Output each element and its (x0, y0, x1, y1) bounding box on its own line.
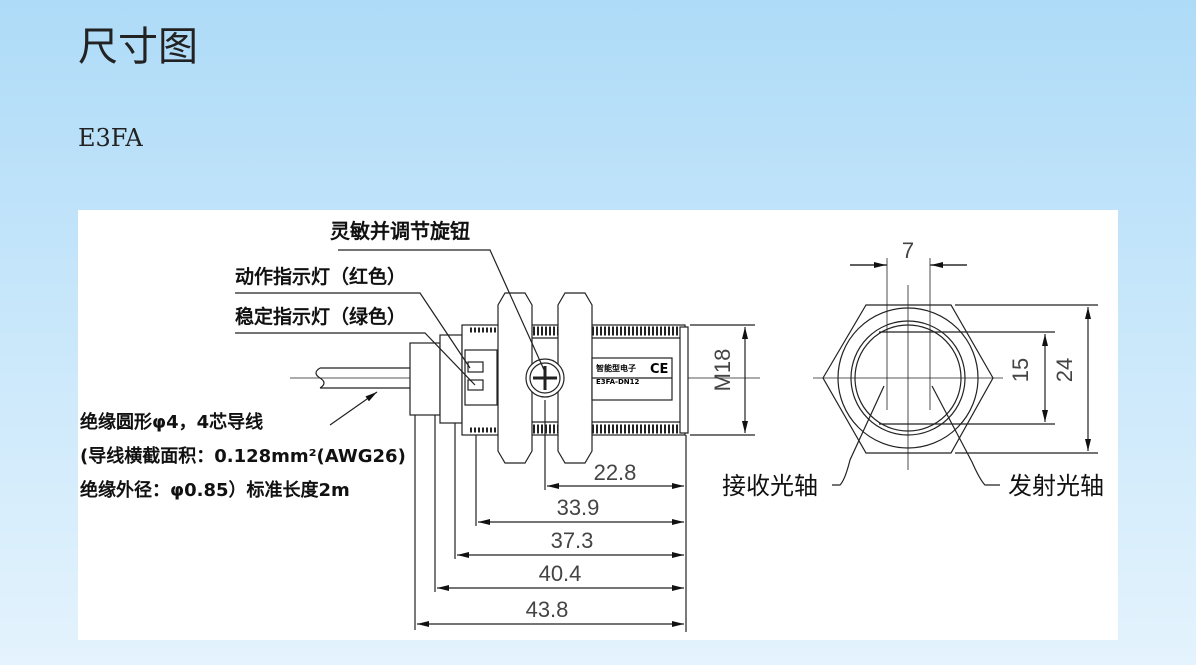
dim-22-8: 22.8 (594, 460, 637, 485)
dim-43-8: 43.8 (526, 597, 569, 622)
cable-note-line: 绝缘圆形φ4，4芯导线 (80, 411, 263, 433)
dim-24: 24 (1052, 358, 1077, 382)
svg-text:E3FA-DN12: E3FA-DN12 (596, 378, 639, 386)
dim-40-4: 40.4 (539, 561, 582, 586)
cable-note-line: (导线横截面积：0.128mm²(AWG26) (80, 445, 406, 467)
emitter-axis-label: 发射光轴 (1008, 472, 1104, 500)
dim-33-9: 33.9 (557, 495, 600, 520)
cable-note-line: 绝缘外径：φ0.85）标准长度2m (80, 479, 350, 501)
page-title: 尺寸图 (78, 24, 198, 70)
side-view (235, 249, 760, 632)
receiver-axis-label: 接收光轴 (722, 472, 818, 500)
dim-m18: M18 (710, 349, 735, 392)
svg-text:智能型电子: 智能型电子 (596, 363, 636, 373)
dim-37-3: 37.3 (551, 528, 594, 553)
front-view (813, 258, 1098, 486)
callout-action-led: 动作指示灯（红色） (235, 265, 406, 288)
dim-15: 15 (1008, 358, 1033, 382)
dim-7: 7 (902, 238, 914, 263)
model-heading: E3FA (78, 124, 143, 152)
svg-text:CE: CE (650, 362, 668, 377)
callout-knob: 灵敏并调节旋钮 (330, 219, 470, 243)
label-plate-text: 智能型电子 E3FA-DN12 CE (596, 362, 668, 386)
callout-stable-led: 稳定指示灯（绿色） (235, 305, 406, 328)
